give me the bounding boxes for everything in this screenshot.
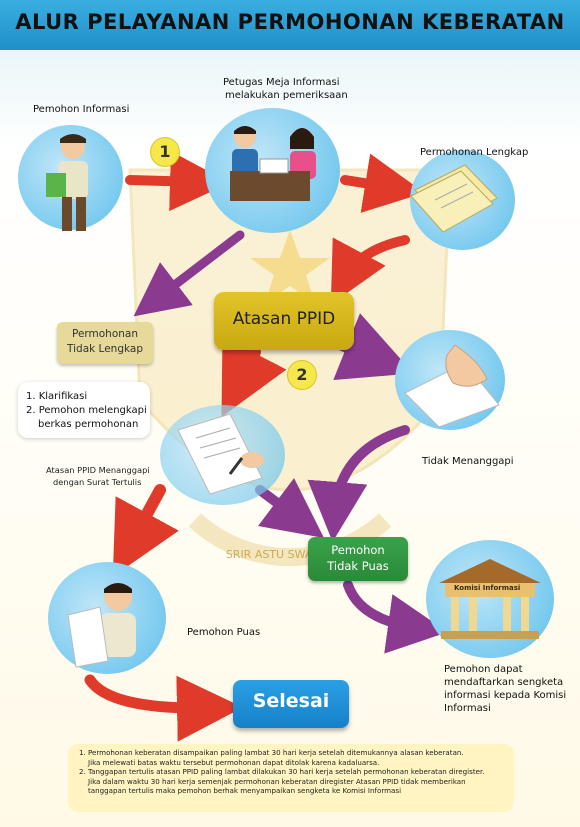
- note-1-line2: Jika melewati batas waktu tersebut permo…: [88, 757, 380, 767]
- building-icon: [439, 559, 541, 639]
- label-pemohon-puas: Pemohon Puas: [187, 627, 261, 638]
- reading-person-icon: [67, 583, 136, 668]
- arrow-tidak-puas-to-komisi: [343, 580, 448, 654]
- atasan-ppid-box: [214, 292, 354, 350]
- arrow-surat-to-tidak-puas: [255, 478, 324, 538]
- selesai-box: [233, 680, 349, 728]
- klarifikasi-3: berkas permohonan: [38, 419, 139, 430]
- dapat-line1: Pemohon dapat: [444, 664, 523, 675]
- label-petugas-1: Petugas Meja Informasi: [223, 77, 340, 88]
- label-permohonan-lengkap: Permohonan Lengkap: [420, 147, 529, 158]
- arrow-atasan-to-surat: [221, 336, 287, 418]
- arrow-to-tidak-lengkap: [133, 230, 245, 317]
- note-1: Permohonan keberatan disampaikan paling …: [88, 748, 508, 767]
- note-1-line1: Permohonan keberatan disampaikan paling …: [88, 748, 464, 757]
- desk-icon: [230, 126, 316, 201]
- surat-line2: dengan Surat Tertulis: [53, 477, 142, 487]
- atasan-ppid-label: Atasan PPID: [232, 309, 336, 329]
- step-1-badge: 1: [150, 137, 180, 167]
- surat-line1: Atasan PPID Menanggapi: [46, 465, 150, 475]
- page-title: ALUR PELAYANAN PERMOHONAN KEBERATAN: [15, 10, 565, 34]
- hand-paper-icon: [404, 344, 500, 428]
- notes-box: Permohonan keberatan disampaikan paling …: [68, 744, 514, 812]
- arrow-tidak-menanggapi-to-tidak-puas: [307, 425, 410, 542]
- person-icon: [46, 134, 88, 231]
- arrow-puas-to-selesai: [84, 674, 243, 742]
- dapat-line4: Informasi: [444, 703, 491, 714]
- title-bar: [0, 0, 580, 50]
- label-petugas-2: melakukan pemeriksaan: [225, 90, 348, 101]
- note-2-line2: Jika dalam waktu 30 hari kerja semenjak …: [88, 776, 466, 786]
- dapat-line2: mendaftarkan sengketa: [444, 677, 564, 688]
- tidak-puas-box: [308, 537, 408, 581]
- label-pemohon-informasi: Pemohon Informasi: [33, 104, 130, 115]
- dapat-line3: informasi kepada Komisi: [444, 690, 567, 701]
- note-2: Tanggapan tertulis atasan PPID paling la…: [88, 767, 508, 796]
- selesai-label: Selesai: [252, 690, 330, 712]
- document-stack-icon: [410, 164, 498, 233]
- step-2-badge: 2: [287, 360, 317, 390]
- label-tidak-menanggapi: Tidak Menanggapi: [422, 456, 514, 467]
- tidak-lengkap-box: [57, 322, 153, 364]
- klarifikasi-2: 2. Pemohon melengkapi: [26, 405, 147, 416]
- tidak-puas-line1: Pemohon: [331, 543, 385, 557]
- klarifikasi-box: [18, 382, 150, 438]
- note-2-line3: tanggapan tertulis maka pemohon berhak m…: [88, 786, 402, 796]
- komisi-sign: Komisi Informasi: [454, 584, 521, 592]
- tidak-puas-line2: Tidak Puas: [327, 559, 389, 573]
- arrow-1-to-petugas: [125, 151, 230, 212]
- tidak-lengkap-line2: Tidak Lengkap: [67, 343, 143, 355]
- arrow-to-lengkap: [340, 153, 425, 213]
- arrow-lengkap-to-atasan: [330, 235, 410, 305]
- arrow-surat-to-puas: [112, 484, 179, 577]
- note-2-line1: Tanggapan tertulis atasan PPID paling la…: [88, 767, 485, 777]
- signing-document-icon: [177, 413, 264, 495]
- tidak-lengkap-line1: Permohonan: [71, 328, 139, 340]
- klarifikasi-1: 1. Klarifikasi: [26, 391, 88, 402]
